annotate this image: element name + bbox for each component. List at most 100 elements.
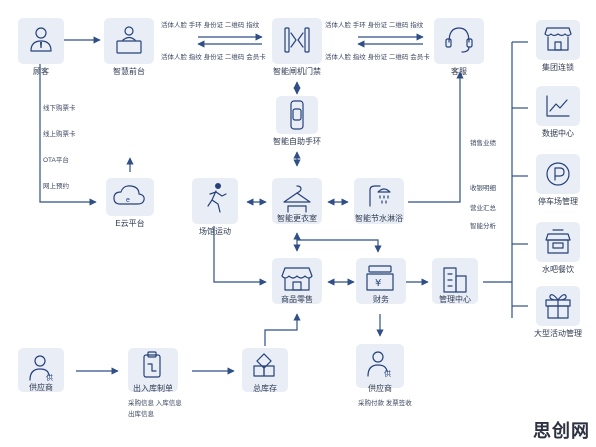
- management-label: 管理中心: [439, 294, 471, 304]
- chain-store-icon: [544, 27, 572, 51]
- node-finance-supplier: 供 供应商: [356, 344, 404, 393]
- edge-label-service-to-gate: 活体人脸 指纹 身份证 二维码 会员卡: [325, 52, 430, 61]
- node-management: 管理中心: [432, 258, 478, 304]
- warehouse-out-label: 出库信息: [128, 409, 155, 418]
- edge-customer-cloud: [39, 64, 97, 206]
- warehouse-order-label: 出入库制单: [133, 383, 173, 393]
- bar-label: 水吧餐饮: [542, 264, 574, 274]
- turnstile-icon: [284, 27, 310, 53]
- svg-text:供: 供: [384, 369, 391, 378]
- edge-label-front-to-gate: 活体人脸 手环 身份证 二维码 指纹: [161, 20, 260, 29]
- parking-icon: [546, 162, 570, 186]
- edge-locker-finance: [297, 239, 382, 253]
- storefront-icon: [281, 267, 313, 291]
- node-inventory: 总库存: [242, 348, 288, 393]
- node-parking: 停车场管理: [536, 154, 580, 206]
- wristband-label: 智能自助手环: [273, 136, 321, 146]
- wristband-box: [276, 96, 318, 134]
- node-wristband: 智能自助手环: [273, 96, 321, 146]
- supplier-box: [18, 348, 64, 392]
- node-events: 大型活动管理: [534, 286, 582, 338]
- connectors: [39, 33, 528, 375]
- warehouse-info-label: 采购信息 入库信息: [128, 398, 182, 407]
- inventory-label: 总库存: [253, 383, 277, 393]
- channel-online-label: 线上购票卡: [43, 129, 76, 138]
- running-person-icon: [207, 183, 227, 213]
- bar-box: [536, 222, 580, 262]
- parking-label: 停车场管理: [538, 196, 578, 206]
- edge-label-gate-to-front: 活体人脸 指纹 身份证 二维码 会员卡: [161, 52, 266, 61]
- node-shower: 智能节水淋浴: [354, 178, 404, 224]
- gate-label: 智能闸机门禁: [273, 66, 321, 76]
- report-summary-label: 营业汇总: [470, 203, 497, 212]
- supplier-user-icon: 供: [29, 355, 53, 382]
- group-chain-box: [536, 20, 580, 60]
- headset-icon: [445, 27, 473, 53]
- front-desk-label: 智慧前台: [113, 66, 145, 76]
- node-venue-sport: 场馆运动: [192, 178, 238, 236]
- edge-label-gate-to-service: 活体人脸 手环 身份证 二维码 指纹: [325, 20, 424, 29]
- supplier-label: 供应商: [29, 382, 53, 392]
- finance-supplier-info-label: 采购付款 发票签收: [358, 398, 412, 407]
- snack-bar-icon: [545, 229, 571, 254]
- node-front-desk: 智慧前台: [104, 18, 154, 76]
- finance-supplier-user-icon: 供: [367, 351, 391, 378]
- watermark: 思创网: [533, 421, 590, 441]
- svg-text:e: e: [126, 197, 130, 204]
- node-customer: 顾客: [18, 18, 64, 76]
- wristband-icon: [290, 100, 304, 130]
- edge-inventory-retail: [264, 313, 301, 346]
- line-chart-icon: [546, 95, 570, 117]
- service-box: [434, 18, 484, 64]
- report-analysis-label: 智能分析: [470, 221, 497, 230]
- parking-box: [536, 154, 580, 194]
- finance-supplier-label: 供应商: [368, 383, 392, 393]
- node-locker: 智能更衣室: [272, 178, 322, 224]
- gate-box: [272, 18, 322, 64]
- service-label: 客服: [451, 66, 467, 76]
- node-gate: 智能闸机门禁: [272, 18, 322, 76]
- group-chain-label: 集团连锁: [542, 62, 574, 72]
- node-finance: ¥ 财务: [356, 258, 406, 304]
- reception-desk-icon: [116, 26, 142, 54]
- warehouse-grid-icon: [253, 353, 275, 377]
- events-label: 大型活动管理: [534, 328, 582, 338]
- gift-icon: [545, 294, 571, 319]
- warehouse-order-box: [128, 348, 178, 392]
- edge-venue-retail: [213, 226, 267, 286]
- building-icon: [443, 267, 467, 293]
- node-warehouse-order: 出入库制单: [128, 348, 178, 393]
- channel-ota-label: OTA平台: [43, 155, 69, 164]
- node-service: 客服: [434, 18, 484, 76]
- shower-label: 智能节水淋浴: [355, 213, 403, 223]
- cash-register-icon: ¥: [366, 265, 394, 291]
- node-bar: 水吧餐饮: [536, 222, 580, 274]
- cloud-label: E云平台: [115, 218, 144, 228]
- finance-supplier-box: [356, 344, 404, 388]
- cloud-icon: e: [113, 185, 145, 205]
- node-supplier: 供 供应商: [18, 348, 64, 392]
- user-icon: [30, 27, 52, 52]
- report-finance-label: 收银明细: [470, 183, 497, 192]
- svg-text:供: 供: [46, 373, 53, 382]
- customer-label: 顾客: [33, 66, 49, 76]
- locker-box: [272, 178, 322, 224]
- locker-label: 智能更衣室: [277, 213, 317, 223]
- edge-labels: 活体人脸 手环 身份证 二维码 指纹 活体人脸 指纹 身份证 二维码 会员卡 活…: [43, 20, 497, 418]
- report-sales-label: 销售业绩: [470, 138, 497, 147]
- edge-shower-service: [408, 71, 464, 203]
- node-retail: 商品零售: [272, 258, 322, 304]
- finance-label: 财务: [373, 294, 389, 304]
- channel-offline-label: 线下购票卡: [43, 103, 76, 112]
- data-center-label: 数据中心: [542, 128, 574, 138]
- venue-sport-label: 场馆运动: [199, 226, 231, 236]
- channel-preorder-label: 网上预约: [43, 181, 69, 190]
- retail-label: 商品零售: [281, 294, 313, 304]
- hanger-icon: [283, 185, 311, 213]
- node-data-center: 数据中心: [536, 86, 580, 138]
- cloud-box: [106, 178, 154, 216]
- shower-icon: [369, 185, 391, 207]
- shower-box: [354, 178, 404, 224]
- inventory-box: [242, 348, 288, 392]
- node-cloud: e E云平台: [106, 178, 154, 228]
